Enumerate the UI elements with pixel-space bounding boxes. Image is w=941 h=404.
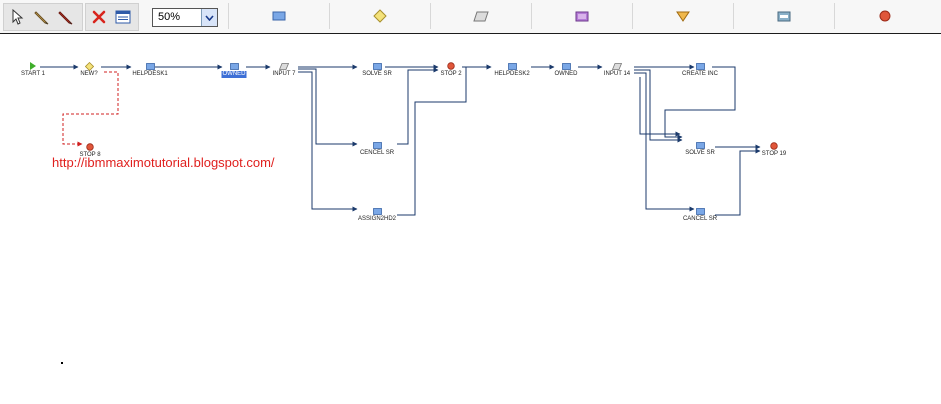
node-icon[interactable] [507, 61, 517, 71]
connector [397, 67, 439, 145]
zoom-select[interactable]: 50% [152, 8, 218, 27]
interaction-icon [676, 11, 690, 22]
separator [329, 3, 330, 29]
node-icon[interactable] [372, 140, 382, 150]
palette-interaction[interactable] [633, 3, 733, 29]
stop-icon[interactable] [85, 142, 95, 152]
stop-icon[interactable] [446, 61, 456, 71]
node-label: STOP 2 [440, 71, 462, 77]
separator [632, 3, 633, 29]
condition-icon[interactable] [84, 61, 94, 71]
wait-icon [777, 11, 791, 21]
node-label: CENCEL SR [359, 150, 395, 156]
separator [834, 3, 835, 29]
node-label: INPUT 14 [603, 71, 631, 77]
node-icon[interactable] [695, 206, 705, 216]
palette-stop[interactable] [835, 3, 935, 29]
node-label: INPUT 7 [272, 71, 296, 77]
condition-icon [373, 9, 387, 23]
connector [715, 148, 761, 216]
stray-dot [61, 362, 63, 364]
zoom-value: 50% [158, 11, 181, 23]
separator [430, 3, 431, 29]
separator [733, 3, 734, 29]
delete-icon[interactable] [88, 6, 110, 28]
node-icon[interactable] [561, 61, 571, 71]
node-label: CANCEL SR [682, 216, 718, 222]
connector [639, 77, 681, 137]
stop-icon [879, 10, 891, 22]
toolbar: 50% [0, 0, 941, 34]
palette-node[interactable] [229, 3, 329, 29]
node-label: ASSIGN2HD2 [357, 216, 397, 222]
node-label: SOLVE SR [362, 71, 392, 77]
connector [664, 66, 736, 140]
input-icon [473, 11, 489, 21]
node-label: OWNED [221, 71, 247, 78]
connector-dashed [62, 71, 119, 147]
separator [228, 3, 229, 29]
node-icon[interactable] [695, 140, 705, 150]
node-label: NEW? [80, 71, 98, 77]
connector-layer [40, 64, 761, 216]
node-icon[interactable] [229, 61, 239, 71]
node-icon[interactable] [695, 61, 705, 71]
connector [634, 72, 695, 212]
node-label: STOP 8 [79, 152, 101, 158]
node-label: START 1 [20, 71, 46, 77]
subprocess-icon [575, 11, 589, 21]
action-tools-group [85, 3, 139, 31]
node-label: HELPDESK2 [494, 71, 530, 77]
pencil-icon[interactable] [31, 6, 53, 28]
input-icon[interactable] [279, 61, 289, 71]
node-icon [272, 11, 286, 21]
blog-url-watermark: http://ibmmaximotutorial.blogspot.com/ [52, 155, 275, 170]
connector [397, 64, 492, 216]
palette-input[interactable] [431, 3, 531, 29]
node-label: OWNED [554, 71, 578, 77]
palette-subprocess[interactable] [532, 3, 632, 29]
node-label: CREATE INC [682, 71, 718, 77]
stop-icon[interactable] [769, 141, 779, 151]
node-label: SOLVE SR [685, 150, 715, 156]
select-pointer-icon[interactable] [7, 6, 29, 28]
input-icon[interactable] [612, 61, 622, 71]
edit-tools-group [3, 3, 83, 31]
node-label: STOP 19 [761, 151, 787, 157]
node-icon[interactable] [372, 61, 382, 71]
start-icon[interactable] [28, 61, 38, 71]
node-icon[interactable] [145, 61, 155, 71]
connector [634, 69, 683, 143]
properties-icon[interactable] [112, 6, 134, 28]
node-icon[interactable] [372, 206, 382, 216]
node-label: HELPDESK1 [132, 71, 168, 77]
palette-wait[interactable] [734, 3, 834, 29]
connector [298, 71, 358, 212]
connector [298, 68, 358, 147]
palette-condition[interactable] [330, 3, 430, 29]
chevron-down-icon [201, 9, 217, 26]
red-pencil-icon[interactable] [55, 6, 77, 28]
separator [531, 3, 532, 29]
workflow-canvas[interactable]: START 1 NEW? HELPDESK1 OWNED INPUT 7 SOLVE SR… [0, 34, 941, 404]
